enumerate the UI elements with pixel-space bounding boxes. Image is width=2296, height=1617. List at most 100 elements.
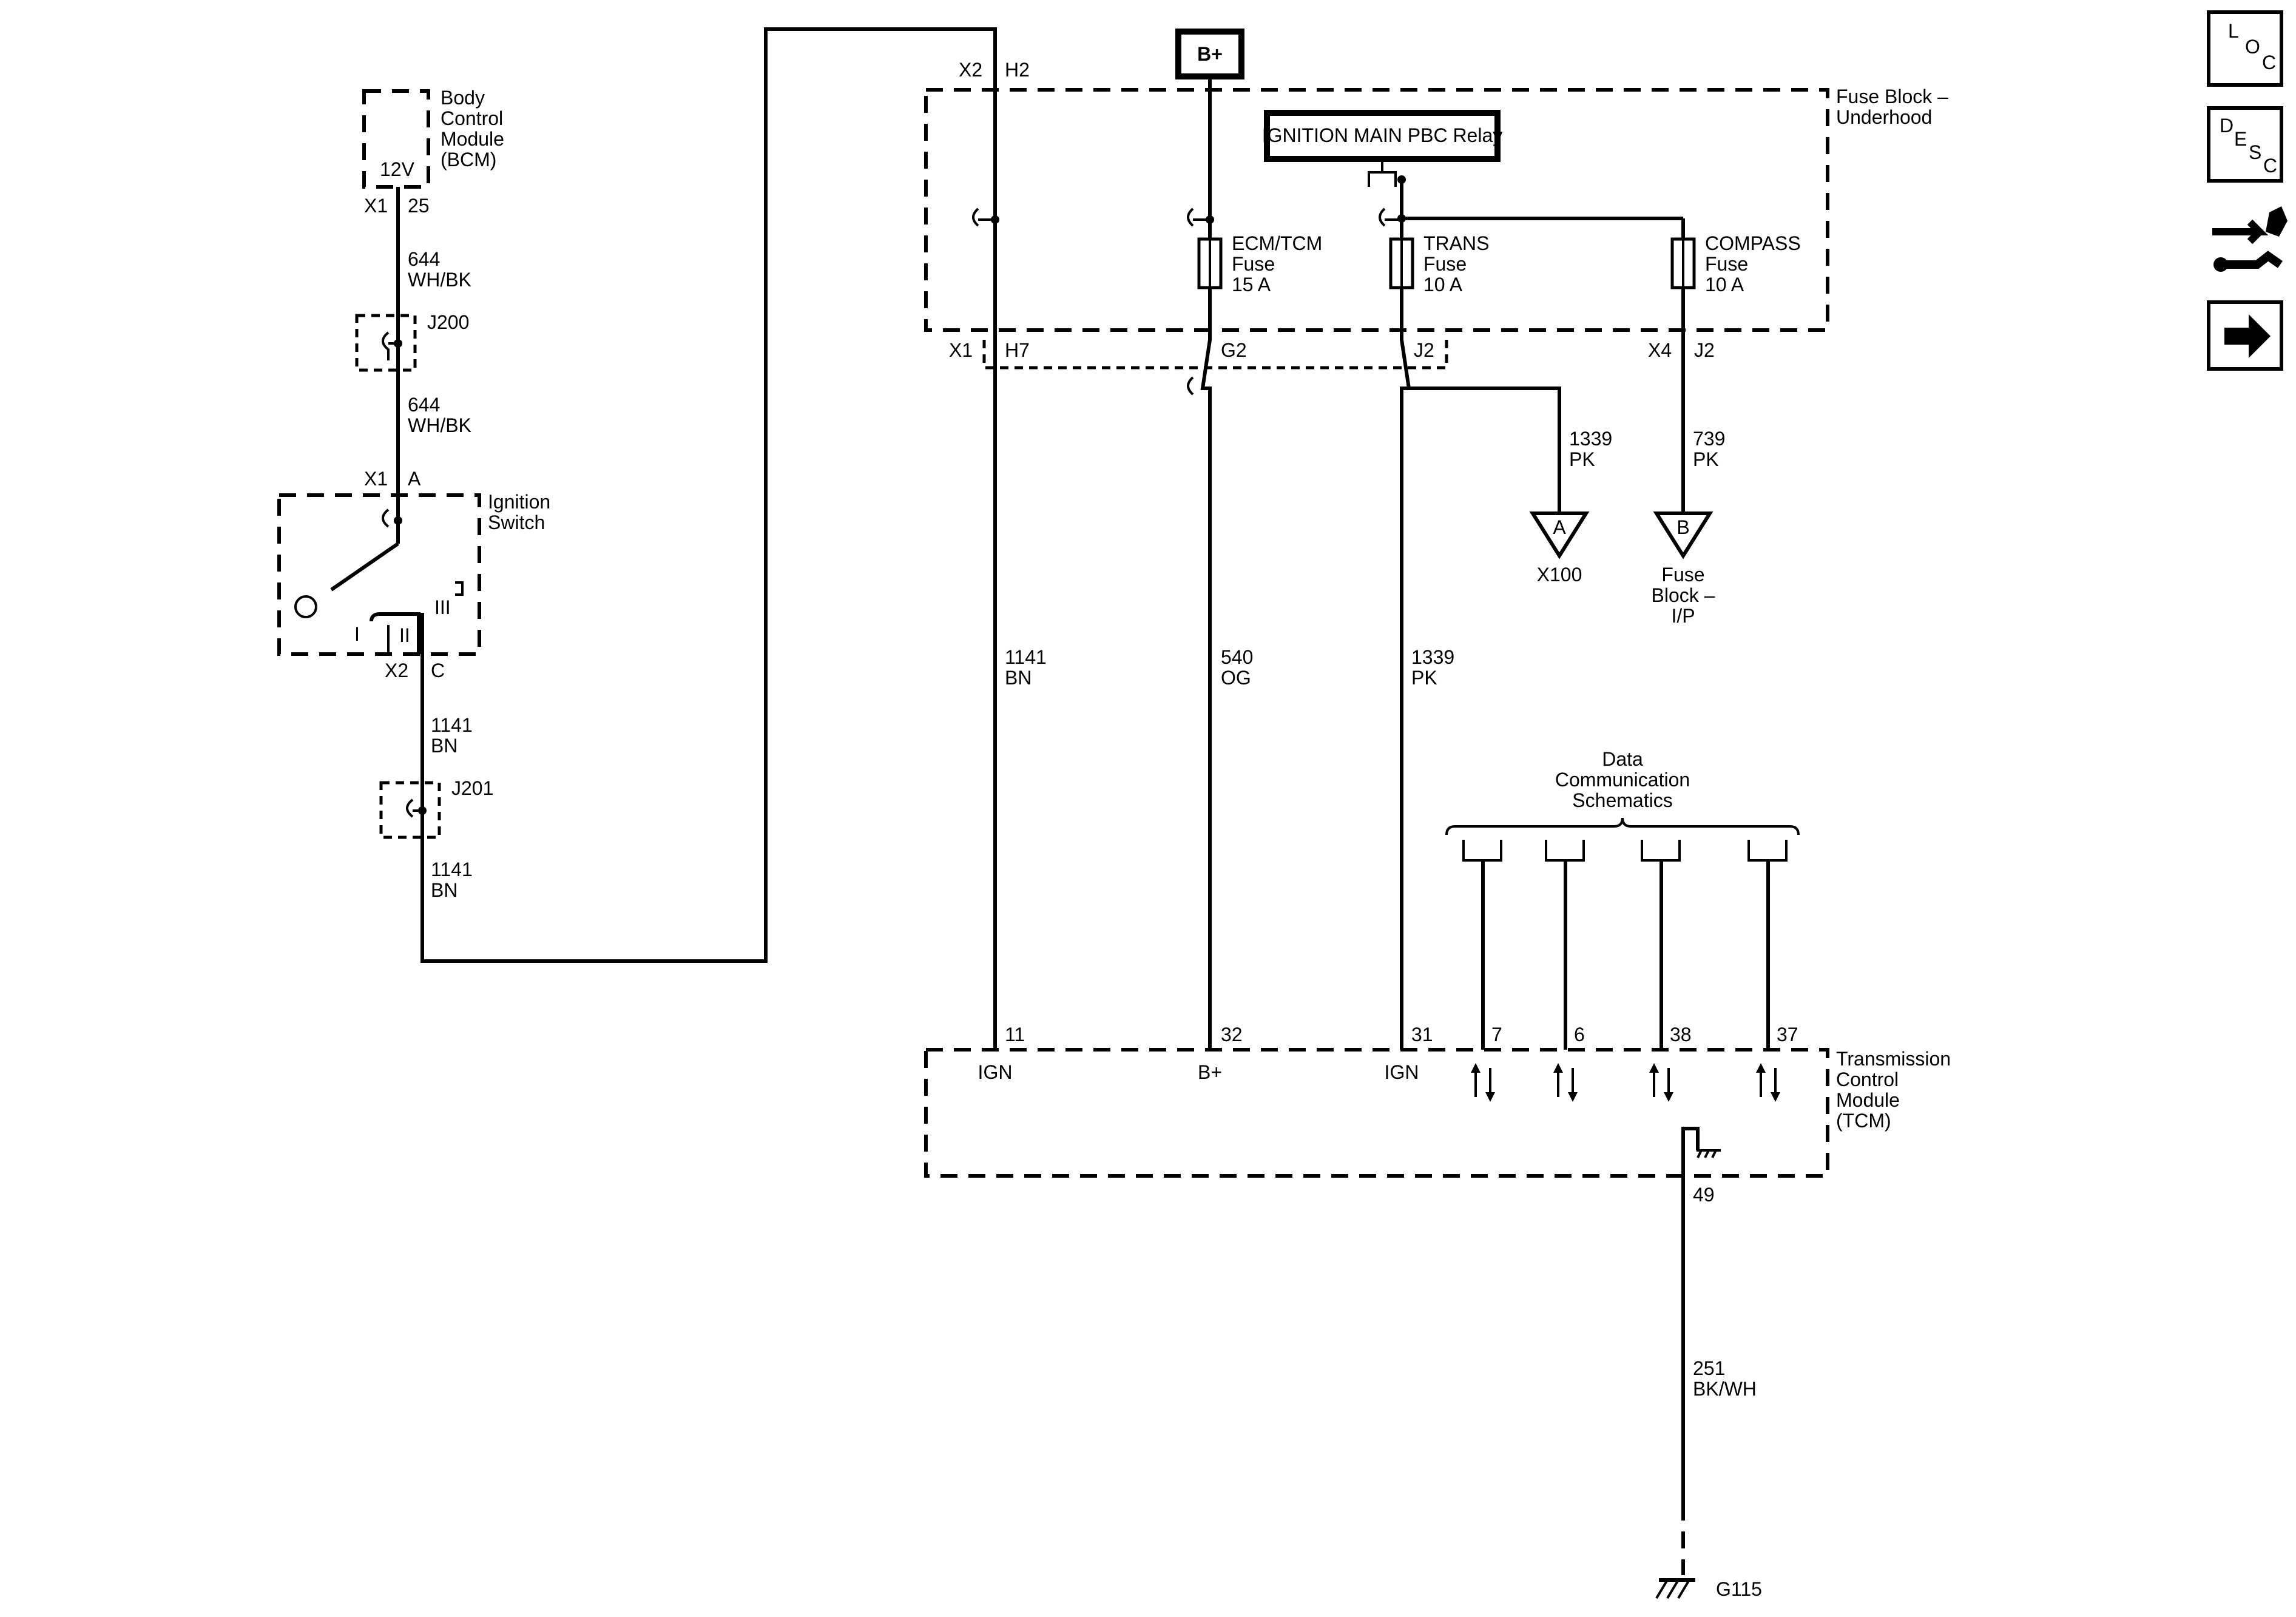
x1-connector-outline: [982, 340, 1448, 370]
splice-hook: [382, 331, 390, 360]
fuse1-name: ECM/TCM: [1232, 232, 1322, 254]
fuse-block-outline: [924, 88, 1829, 332]
fb-pin-g2: G2: [1221, 339, 1247, 361]
ref-b-letter: B: [1676, 516, 1689, 538]
ign-pos-3: III: [434, 596, 451, 618]
wire-1339-main-circuit: 1339: [1411, 646, 1454, 668]
desc-letter-e: E: [2234, 128, 2247, 150]
j200-label: J200: [427, 311, 469, 333]
wire-540: [1200, 288, 1212, 1050]
tcm-pin-38: 38: [1670, 1024, 1692, 1045]
wire-739-circuit: 739: [1693, 428, 1725, 450]
ref-b-label-2: Block –: [1652, 584, 1715, 606]
j201-label: J201: [451, 777, 493, 799]
ref-a-letter: A: [1553, 516, 1566, 538]
desc-letter-c: C: [2263, 155, 2277, 177]
fb-bottom-connector-1: X1: [949, 339, 973, 361]
wire-1141b-color: BN: [431, 879, 458, 901]
b-plus-source: [1175, 29, 1244, 79]
location-button[interactable]: L O C: [2207, 10, 2283, 87]
ref-a-label: X100: [1537, 564, 1582, 586]
wire-739-color: PK: [1693, 448, 1719, 470]
ignition-switch: X1 A Ignition Switch I II III X2 C: [277, 468, 550, 681]
desc-letter-d: D: [2220, 115, 2234, 137]
wire-644a-color: WH/BK: [408, 269, 471, 291]
b-plus-label: B+: [1197, 43, 1223, 65]
description-button[interactable]: D E S C: [2207, 106, 2283, 183]
ground-label: G115: [1716, 1578, 1762, 1600]
wire-1141a-circuit: 1141: [431, 714, 473, 736]
tcm-ground-pin: 49: [1693, 1184, 1715, 1206]
reference-a: A X100: [1529, 511, 1590, 586]
fuse2-word: Fuse: [1423, 253, 1467, 275]
ground-g115-icon: [1655, 1578, 1695, 1599]
data-comm-3: Schematics: [1572, 789, 1672, 811]
tcm-name-3: Module: [1836, 1089, 1900, 1111]
ign-in-pin: A: [408, 468, 421, 490]
fuse3-name: COMPASS: [1705, 232, 1801, 254]
wire-1339-branch-circuit: 1339: [1569, 428, 1612, 450]
bcm-connector: X1: [364, 195, 388, 217]
desc-letter-s: S: [2249, 141, 2261, 163]
bidirectional-arrow-icon: [1756, 1063, 1780, 1102]
tcm-name-1: Transmission: [1836, 1048, 1951, 1070]
bidirectional-arrow-icon: [1553, 1063, 1578, 1102]
loc-letter-l: L: [2228, 20, 2239, 42]
data-comm-1: Data: [1602, 748, 1643, 770]
bcm-name-1: Body: [441, 87, 485, 109]
bcm-pin-label: 12V: [380, 158, 415, 180]
switch-blade: [330, 542, 399, 592]
wire-1339-main-color: PK: [1411, 667, 1437, 689]
bcm-name-3: Module: [441, 128, 504, 150]
fuse-block-underhood: Fuse Block – Underhood X2 H2 B+ IGNITION…: [924, 29, 1948, 361]
tcm-pin-11: 11: [1005, 1024, 1025, 1045]
fuse-block-name-1: Fuse Block –: [1836, 86, 1948, 107]
wire-644b-circuit: 644: [408, 394, 440, 416]
fb-pin-j2: J2: [1414, 339, 1434, 361]
wire-1339-main: [1400, 288, 1411, 1050]
ign-name-2: Switch: [488, 511, 545, 533]
wire-1141b-circuit: 1141: [431, 859, 473, 880]
bcm-name-4: (BCM): [441, 149, 496, 170]
splice-j200: J200: [355, 311, 469, 372]
body-control-module: Body Control Module (BCM) 12V X1 25: [362, 87, 504, 217]
tcm-pin-37: 37: [1777, 1024, 1798, 1045]
fuse-block-name-2: Underhood: [1836, 106, 1932, 128]
next-page-button[interactable]: [2207, 300, 2283, 371]
tcm-pin-7: 7: [1491, 1024, 1502, 1045]
loc-letter-o: O: [2245, 36, 2260, 58]
loc-letter-c: C: [2262, 52, 2276, 73]
ign-pos-2: II: [399, 624, 410, 646]
fb-pin-h7: H7: [1005, 339, 1030, 361]
switch-pivot: [294, 595, 317, 618]
tcm-pin-32-label: B+: [1198, 1061, 1222, 1083]
relay-label: IGNITION MAIN PBC Relay: [1262, 124, 1503, 146]
wire-1339-branch-color: PK: [1569, 448, 1595, 470]
tcm-internal-ground: [1681, 1127, 1700, 1158]
fuse1-rating: 15 A: [1232, 274, 1271, 295]
ign-in-connector: X1: [364, 468, 388, 490]
fuse3-word: Fuse: [1705, 253, 1748, 275]
wire-1141-main-circuit: 1141: [1005, 646, 1047, 668]
fb-top-connector: X2: [959, 59, 982, 81]
fuse1-word: Fuse: [1232, 253, 1275, 275]
data-comm-2: Communication: [1555, 769, 1690, 791]
next-arrow-icon: [2224, 314, 2271, 358]
ign-pos-1: I: [354, 623, 360, 645]
connector-repair-icon[interactable]: [2212, 206, 2288, 272]
bidirectional-arrow-icon: [1471, 1063, 1495, 1102]
fuse3-rating: 10 A: [1705, 274, 1744, 295]
bcm-pin: 25: [408, 195, 430, 217]
tcm-pin-6: 6: [1574, 1024, 1585, 1045]
bcm-outline: [362, 89, 430, 189]
wire-251-color: BK/WH: [1693, 1378, 1757, 1400]
wire-251-circuit: 251: [1693, 1357, 1725, 1379]
ign-name-1: Ignition: [488, 491, 550, 513]
fb-bottom-connector-4: X4: [1648, 339, 1672, 361]
wire-540-color: OG: [1221, 667, 1251, 689]
relay-box: [1264, 110, 1501, 162]
wire-540-circuit: 540: [1221, 646, 1253, 668]
wire-1141-run: [420, 27, 997, 1050]
ignition-switch-outline: [277, 493, 481, 656]
